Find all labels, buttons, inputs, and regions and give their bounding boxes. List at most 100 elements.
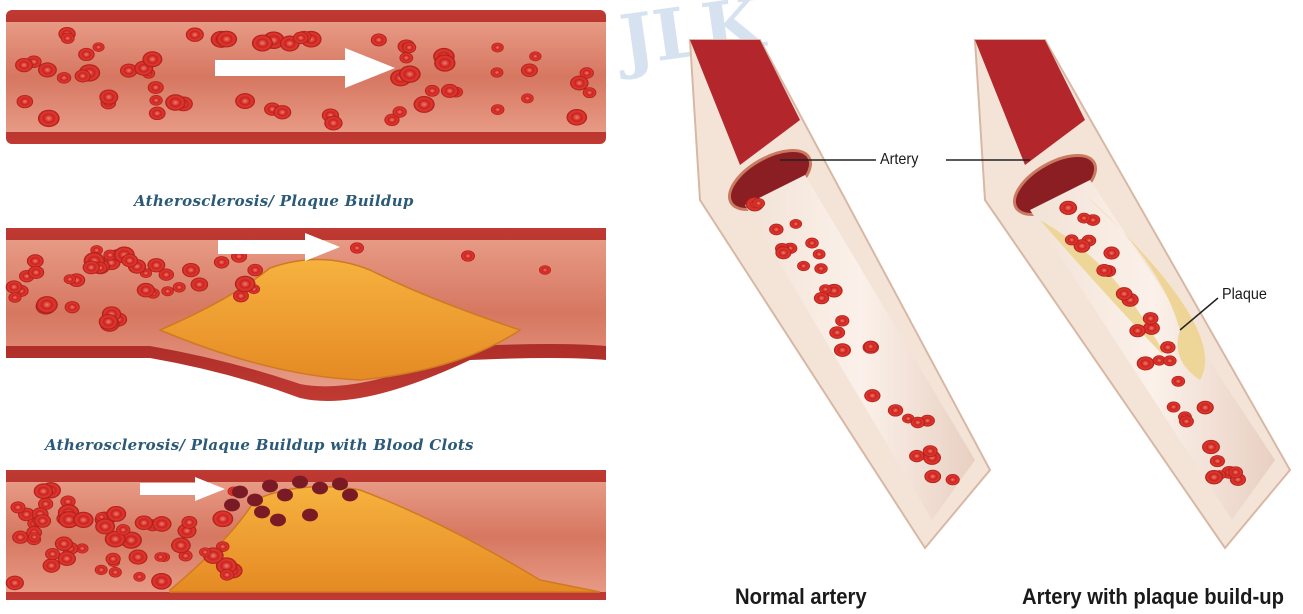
red-blood-cell	[199, 547, 211, 557]
red-blood-cell	[1163, 355, 1176, 366]
red-blood-cell	[133, 572, 145, 582]
red-blood-cell	[38, 62, 57, 77]
red-blood-cell	[425, 85, 440, 97]
red-blood-cell	[864, 389, 880, 402]
red-blood-cell	[1129, 324, 1145, 337]
red-blood-cell	[1179, 415, 1194, 427]
red-blood-cell	[116, 524, 130, 535]
red-blood-cell	[835, 315, 849, 326]
red-blood-cell	[34, 483, 53, 499]
red-blood-cell	[93, 42, 105, 52]
red-blood-cell	[247, 494, 263, 507]
red-blood-cell	[491, 104, 504, 115]
red-blood-cell	[864, 341, 878, 352]
red-blood-cell	[752, 198, 765, 208]
red-blood-cell	[529, 51, 541, 61]
artery-label: Artery	[880, 151, 918, 169]
red-blood-cell	[911, 417, 925, 429]
red-blood-cell	[224, 499, 240, 512]
red-blood-cell	[888, 404, 903, 416]
red-blood-cell	[434, 55, 455, 72]
red-blood-cell	[342, 489, 358, 502]
red-blood-cell	[254, 506, 270, 519]
red-blood-cell	[797, 261, 810, 271]
red-blood-cell	[57, 72, 71, 83]
red-blood-cell	[814, 263, 827, 274]
red-blood-cell	[129, 549, 148, 564]
red-blood-cell	[813, 249, 826, 259]
red-blood-cell	[1228, 466, 1243, 478]
red-blood-cell	[95, 565, 108, 575]
red-blood-cell	[149, 95, 162, 106]
red-blood-cell	[270, 514, 286, 527]
red-blood-cell	[924, 470, 941, 483]
red-blood-cell	[414, 96, 435, 113]
red-blood-cell	[154, 552, 166, 562]
red-blood-cell	[99, 314, 119, 330]
red-blood-cell	[232, 486, 248, 499]
red-blood-cell	[1065, 234, 1079, 245]
red-blood-cell	[235, 276, 256, 293]
red-blood-cell	[252, 35, 273, 52]
red-blood-cell	[790, 219, 802, 229]
red-blood-cell	[73, 512, 93, 528]
red-blood-cell	[34, 514, 51, 528]
red-blood-cell	[491, 67, 504, 77]
red-blood-cell	[27, 254, 44, 267]
red-blood-cell	[946, 474, 960, 485]
red-blood-cell	[399, 66, 421, 83]
red-blood-cell	[262, 480, 278, 493]
caption-plaque-buildup: Atherosclerosis/ Plaque Buildup	[134, 192, 414, 210]
red-blood-cell	[6, 280, 23, 293]
red-blood-cell	[769, 224, 783, 236]
red-blood-cell	[165, 94, 186, 110]
red-blood-cell	[149, 107, 166, 120]
normal-artery-caption: Normal artery	[735, 584, 867, 610]
red-blood-cell	[28, 266, 44, 279]
red-blood-cell	[135, 515, 153, 530]
red-blood-cell	[121, 254, 138, 267]
red-blood-cell	[814, 292, 829, 304]
red-blood-cell	[277, 489, 293, 502]
red-blood-cell	[182, 263, 200, 277]
red-blood-cell	[1143, 312, 1159, 325]
red-blood-cell	[1210, 455, 1225, 467]
red-blood-cell	[142, 51, 162, 67]
red-blood-cell	[36, 296, 58, 313]
red-blood-cell	[43, 559, 61, 573]
red-blood-cell	[6, 576, 24, 591]
red-blood-cell	[109, 567, 122, 577]
caption-plaque-with-clots: Atherosclerosis/ Plaque Buildup with Blo…	[45, 436, 474, 454]
red-blood-cell	[1077, 213, 1090, 224]
red-blood-cell	[148, 81, 164, 94]
red-blood-cell	[247, 264, 263, 276]
red-blood-cell	[521, 63, 538, 77]
red-blood-cell	[521, 93, 534, 103]
plaque-artery-caption: Artery with plaque build-up	[1022, 584, 1284, 610]
red-blood-cell	[909, 450, 924, 462]
red-blood-cell	[1137, 356, 1155, 370]
red-blood-cell	[393, 106, 407, 117]
red-blood-cell	[212, 511, 233, 528]
normal-artery-illustration	[690, 40, 990, 548]
red-blood-cell	[775, 246, 791, 259]
red-blood-cell	[38, 110, 60, 127]
red-blood-cell	[61, 33, 75, 44]
red-blood-cell	[567, 109, 588, 125]
red-blood-cell	[834, 343, 851, 357]
red-blood-cell	[371, 34, 387, 47]
plaque-vessel-illustration	[6, 228, 606, 401]
red-blood-cell	[1205, 470, 1223, 484]
red-blood-cell	[399, 52, 413, 63]
red-blood-cell	[332, 478, 348, 491]
red-blood-cell	[106, 553, 121, 565]
red-blood-cell	[1171, 376, 1185, 387]
red-blood-cell	[539, 265, 551, 275]
red-blood-cell	[1202, 440, 1220, 454]
red-blood-cell	[805, 238, 818, 249]
red-blood-cell	[273, 105, 291, 119]
red-blood-cell	[137, 283, 155, 297]
red-blood-cell	[186, 28, 204, 42]
red-blood-cell	[214, 256, 229, 268]
